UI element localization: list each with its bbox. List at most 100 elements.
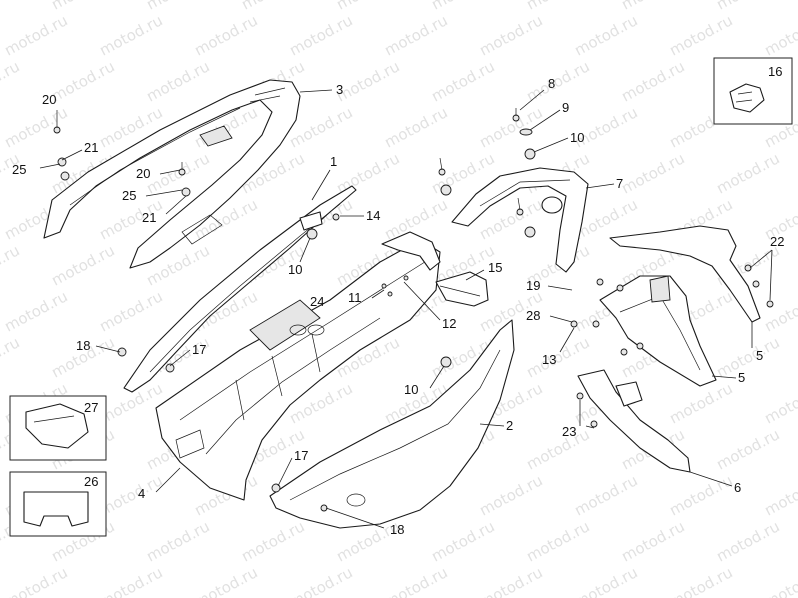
callout-6: 6 — [734, 480, 741, 495]
watermark-text: motod.ru — [523, 425, 592, 473]
callout-9: 9 — [562, 100, 569, 115]
watermark-text: motod.ru — [523, 333, 592, 381]
fasteners — [53, 108, 774, 512]
callout-12: 12 — [442, 316, 456, 331]
watermark-text: motod.ru — [238, 0, 307, 14]
callout-8: 8 — [548, 76, 555, 91]
callout-4: 4 — [138, 486, 145, 501]
watermark-text: motod.ru — [428, 0, 497, 14]
watermark-text: motod.ru — [96, 563, 165, 598]
leader-lines — [39, 89, 773, 529]
watermark-text: motod.ru — [48, 0, 117, 14]
watermark-text: motod.ru — [618, 517, 687, 565]
watermark-text: motod.ru — [238, 517, 307, 565]
part-4-undertray — [155, 231, 441, 501]
callout-13: 13 — [542, 352, 556, 367]
part-27-inset — [9, 395, 107, 461]
watermark-text: motod.ru — [96, 11, 165, 59]
callout-17-bottom: 17 — [294, 448, 308, 463]
watermark-text: motod.ru — [571, 471, 640, 519]
watermark-text: motod.ru — [666, 563, 735, 598]
watermark-text: motod.ru — [143, 57, 212, 105]
callout-10-left: 10 — [288, 262, 302, 277]
part-2-side-panel — [269, 319, 515, 529]
callout-28: 28 — [526, 308, 540, 323]
watermark-text: motod.ru — [523, 517, 592, 565]
callout-10-right: 10 — [570, 130, 584, 145]
watermark-text: motod.ru — [713, 425, 782, 473]
callout-2: 2 — [506, 418, 513, 433]
part-26-inset — [9, 471, 107, 537]
watermark-text: motod.ru — [428, 517, 497, 565]
callout-21-mid: 21 — [142, 210, 156, 225]
watermark-text: motod.ru — [476, 11, 545, 59]
watermark-text: motod.ru — [1, 287, 70, 335]
watermark-text: motod.ru — [761, 287, 798, 335]
callout-24: 24 — [310, 294, 324, 309]
watermark-text: motod.ru — [333, 57, 402, 105]
watermark-text: motod.ru — [191, 563, 260, 598]
part-3-rear-frame — [43, 79, 301, 269]
watermark-text: motod.ru — [48, 57, 117, 105]
callout-15: 15 — [488, 260, 502, 275]
callout-1: 1 — [330, 154, 337, 169]
watermark-text: motod.ru — [1, 563, 70, 598]
callout-5-right: 5 — [756, 348, 763, 363]
watermark-text: motod.ru — [1, 103, 70, 151]
watermark-text: motod.ru — [761, 563, 798, 598]
watermark-text: motod.ru — [713, 333, 782, 381]
watermark-text: motod.ru — [713, 149, 782, 197]
callout-22: 22 — [770, 234, 784, 249]
callout-25-mid: 25 — [122, 188, 136, 203]
watermark-text: motod.ru — [761, 11, 798, 59]
watermark-text: motod.ru — [618, 57, 687, 105]
part-15-bracket — [435, 271, 489, 307]
part-7-grab-handle — [451, 167, 589, 273]
watermark-text: motod.ru — [428, 57, 497, 105]
watermark-text: motod.ru — [523, 0, 592, 14]
watermark-text: motod.ru — [476, 563, 545, 598]
callout-18-left: 18 — [76, 338, 90, 353]
watermark-text: motod.ru — [476, 471, 545, 519]
watermark-text: motod.ru — [96, 287, 165, 335]
watermark-text: motod.ru — [0, 57, 23, 105]
callout-17-top: 17 — [192, 342, 206, 357]
watermark-text: motod.ru — [0, 0, 23, 14]
watermark-text: motod.ru — [96, 471, 165, 519]
watermark-text: motod.ru — [381, 103, 450, 151]
part-6-reflector-bracket — [577, 369, 691, 473]
part-1-side-trim — [123, 185, 357, 393]
watermark-text: motod.ru — [666, 471, 735, 519]
watermark-text: motod.ru — [476, 103, 545, 151]
watermark-text: motod.ru — [618, 0, 687, 14]
watermark-text: motod.ru — [1, 11, 70, 59]
callout-20-mid: 20 — [136, 166, 150, 181]
watermark-text: motod.ru — [143, 0, 212, 14]
callout-23: 23 — [562, 424, 576, 439]
callout-26: 26 — [84, 474, 98, 489]
watermark-text: motod.ru — [191, 11, 260, 59]
callout-16: 16 — [768, 64, 782, 79]
callout-5-lower: 5 — [738, 370, 745, 385]
watermark-text: motod.ru — [618, 149, 687, 197]
watermark-text: motod.ru — [713, 517, 782, 565]
watermark-text: motod.ru — [381, 11, 450, 59]
callout-27: 27 — [84, 400, 98, 415]
watermark-text: motod.ru — [48, 241, 117, 289]
watermark-text: motod.ru — [666, 379, 735, 427]
callout-11: 11 — [348, 290, 362, 305]
callout-25-left: 25 — [12, 162, 26, 177]
watermark-text: motod.ru — [0, 333, 23, 381]
watermark-text: motod.ru — [286, 563, 355, 598]
part-5-plate-holder — [599, 225, 761, 387]
watermark-text: motod.ru — [381, 563, 450, 598]
watermark-text: motod.ru — [713, 0, 782, 14]
watermark-text: motod.ru — [286, 11, 355, 59]
callout-10-center: 10 — [404, 382, 418, 397]
callout-21-top: 21 — [84, 140, 98, 155]
callout-20-top: 20 — [42, 92, 56, 107]
callout-14: 14 — [366, 208, 380, 223]
part-16-inset — [713, 57, 793, 125]
